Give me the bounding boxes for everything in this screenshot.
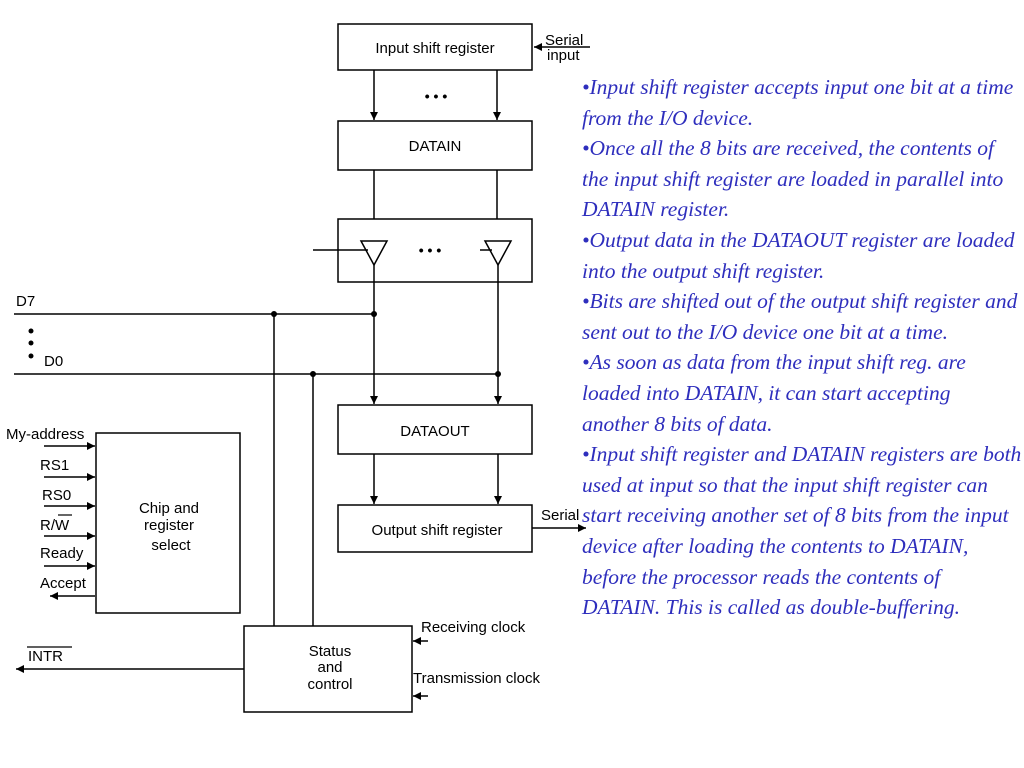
d7-label: D7 bbox=[16, 293, 35, 310]
serial-input-label-line2: input bbox=[547, 47, 580, 64]
input-shift-register-label: Input shift register bbox=[375, 40, 494, 57]
output-shift-register-block bbox=[337, 504, 533, 553]
transmission-clock-label: Transmission clock bbox=[413, 670, 540, 687]
junction-dot bbox=[371, 311, 377, 317]
chip-select-label-line1: Chip and bbox=[139, 500, 199, 517]
d0-label: D0 bbox=[44, 353, 63, 370]
serial-input-label-line1: Serial bbox=[545, 32, 583, 49]
status-control-label-line2: and bbox=[317, 659, 342, 676]
output-shift-register-label: Output shift register bbox=[372, 522, 503, 539]
ready-label: Ready bbox=[40, 545, 84, 562]
rs0-label: RS0 bbox=[42, 487, 71, 504]
chip-select-label-line3: select bbox=[151, 537, 191, 554]
chip-select-label-line2: register bbox=[144, 517, 194, 534]
parallel-bits-ellipsis-top: • • • bbox=[425, 88, 448, 104]
my-address-label: My-address bbox=[6, 426, 84, 443]
tristate-buffer-block bbox=[337, 218, 533, 283]
rs1-label: RS1 bbox=[40, 457, 69, 474]
bus-bit-ellipsis-dot bbox=[28, 328, 34, 334]
dataout-block bbox=[337, 404, 533, 455]
note-item: •As soon as data from the input shift re… bbox=[582, 350, 966, 436]
datain-label: DATAIN bbox=[409, 138, 462, 155]
bus-bit-ellipsis-dot bbox=[28, 340, 34, 346]
status-control-label-line3: control bbox=[307, 676, 352, 693]
tristate-buffer-left-icon bbox=[359, 240, 389, 267]
note-item: •Input shift register accepts input one … bbox=[582, 75, 1014, 130]
note-item: •Input shift register and DATAIN registe… bbox=[582, 442, 1022, 620]
accept-label: Accept bbox=[40, 575, 87, 592]
intr-label: INTR bbox=[28, 648, 63, 665]
status-control-block bbox=[243, 625, 413, 713]
receiving-clock-label: Receiving clock bbox=[421, 619, 526, 636]
status-control-label-line1: Status bbox=[309, 643, 352, 660]
serial-output-label: Serial bbox=[541, 507, 579, 524]
rw-label: R/W bbox=[40, 517, 70, 534]
parallel-bits-ellipsis-middle: • • • bbox=[419, 242, 442, 258]
note-item: •Output data in the DATAOUT register are… bbox=[582, 227, 1015, 283]
note-item: •Bits are shifted out of the output shif… bbox=[582, 289, 1018, 344]
chip-register-select-block bbox=[95, 432, 241, 614]
input-shift-register-block bbox=[337, 23, 533, 71]
tristate-buffer-right-icon bbox=[483, 240, 513, 267]
datain-block bbox=[337, 120, 533, 171]
dataout-label: DATAOUT bbox=[400, 423, 469, 440]
explanation-notes: •Input shift register accepts input one … bbox=[582, 72, 1022, 623]
bus-bit-ellipsis-dot bbox=[28, 353, 34, 359]
note-item: •Once all the 8 bits are received, the c… bbox=[582, 136, 1004, 222]
